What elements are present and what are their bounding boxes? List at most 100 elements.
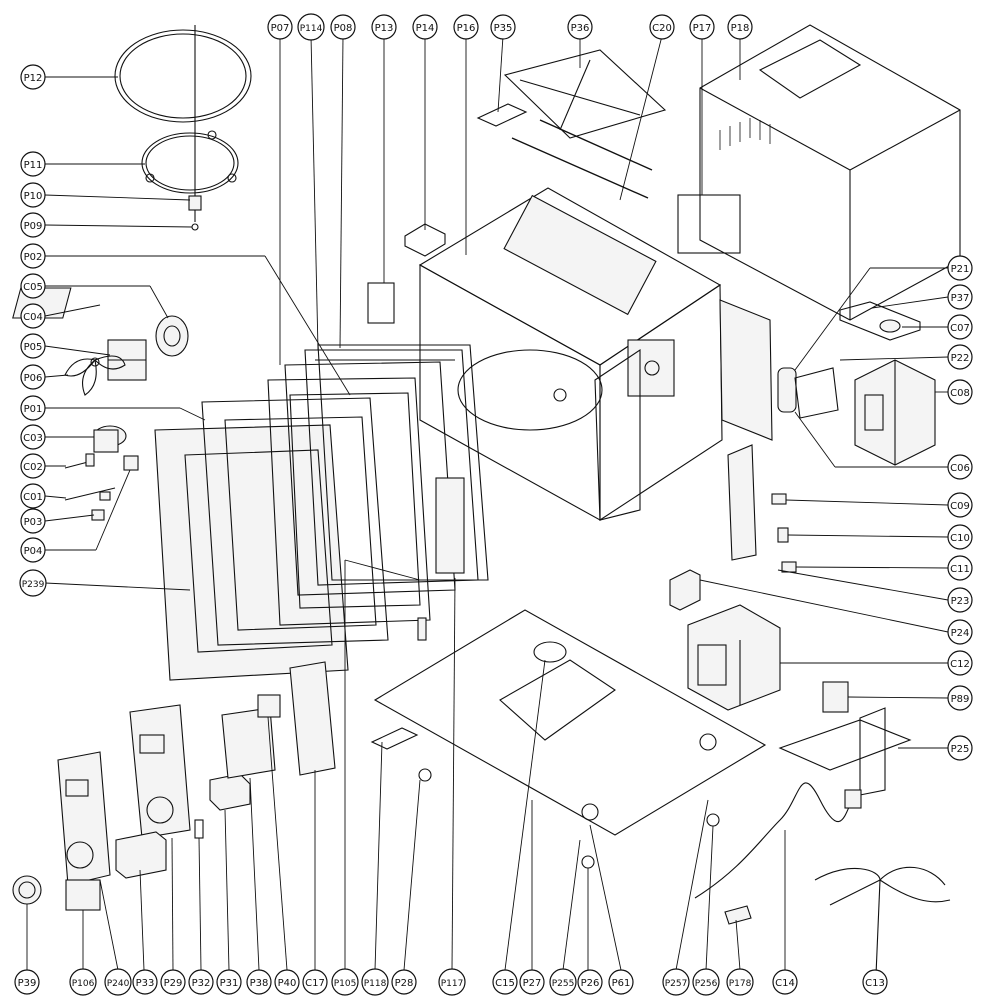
label-p10: P10 bbox=[20, 182, 46, 208]
thermostat-c07 bbox=[879, 319, 901, 333]
label-p13: P13 bbox=[371, 14, 397, 40]
svg-text:P07: P07 bbox=[271, 23, 290, 34]
label-p27: P27 bbox=[519, 969, 545, 995]
svg-text:C07: C07 bbox=[950, 323, 970, 334]
svg-text:P37: P37 bbox=[951, 293, 970, 304]
svg-text:P36: P36 bbox=[571, 23, 590, 34]
label-c10: C10 bbox=[947, 524, 973, 550]
svg-text:P16: P16 bbox=[457, 23, 476, 34]
front-plate-p23 bbox=[594, 348, 641, 521]
label-p178: P178 bbox=[726, 968, 754, 996]
label-p08: P08 bbox=[330, 14, 356, 40]
svg-text:C06: C06 bbox=[950, 463, 970, 474]
svg-text:P17: P17 bbox=[693, 23, 712, 34]
label-c11: C11 bbox=[947, 555, 973, 581]
svg-text:P39: P39 bbox=[18, 978, 37, 989]
svg-text:P114: P114 bbox=[300, 24, 323, 34]
capacitor-c06 bbox=[777, 367, 797, 413]
label-p118: P118 bbox=[361, 968, 389, 996]
label-c20: C20 bbox=[649, 14, 675, 40]
label-p26: P26 bbox=[577, 969, 603, 995]
knob-p39 bbox=[12, 875, 42, 905]
top-plate-p36 bbox=[503, 49, 667, 139]
bracket-p33 bbox=[115, 831, 167, 879]
svg-text:P08: P08 bbox=[334, 23, 353, 34]
label-p35: P35 bbox=[490, 14, 516, 40]
label-p40: P40 bbox=[274, 969, 300, 995]
svg-text:C11: C11 bbox=[950, 564, 970, 575]
svg-text:P35: P35 bbox=[494, 23, 513, 34]
motor-c05 bbox=[155, 315, 189, 357]
svg-text:P105: P105 bbox=[334, 979, 357, 989]
label-c04: C04 bbox=[20, 303, 46, 329]
svg-text:P31: P31 bbox=[220, 978, 239, 989]
svg-text:P12: P12 bbox=[24, 73, 43, 84]
label-p07: P07 bbox=[267, 14, 293, 40]
label-p240: P240 bbox=[104, 968, 132, 996]
latch-p04 bbox=[123, 455, 139, 471]
svg-text:P14: P14 bbox=[416, 23, 435, 34]
cavity-p16 bbox=[418, 187, 723, 522]
pcb-c17 bbox=[289, 661, 336, 776]
svg-text:P40: P40 bbox=[278, 978, 297, 989]
svg-text:P239: P239 bbox=[22, 580, 45, 590]
svg-text:P02: P02 bbox=[24, 252, 43, 263]
label-p21: P21 bbox=[947, 255, 973, 281]
svg-text:C14: C14 bbox=[775, 978, 795, 989]
label-c02: C02 bbox=[20, 453, 46, 479]
label-p61: P61 bbox=[608, 969, 634, 995]
label-c08: C08 bbox=[947, 379, 973, 405]
mica-sheet-p13 bbox=[367, 282, 395, 324]
label-c15: C15 bbox=[492, 969, 518, 995]
insulation-p25 bbox=[778, 707, 912, 796]
label-c01: C01 bbox=[20, 483, 46, 509]
label-p31: P31 bbox=[216, 969, 242, 995]
label-p17: P17 bbox=[689, 14, 715, 40]
label-p105: P105 bbox=[331, 968, 359, 996]
door-glass-p08 bbox=[317, 344, 489, 581]
waveguide-part bbox=[627, 339, 675, 397]
coupler-part bbox=[188, 25, 202, 231]
svg-text:C03: C03 bbox=[23, 433, 43, 444]
svg-text:P27: P27 bbox=[523, 978, 542, 989]
svg-text:P89: P89 bbox=[951, 694, 970, 705]
block-p89 bbox=[822, 681, 849, 713]
svg-text:P257: P257 bbox=[665, 979, 688, 989]
svg-text:P04: P04 bbox=[24, 546, 43, 557]
transformer-c12 bbox=[687, 604, 781, 711]
svg-text:P23: P23 bbox=[951, 596, 970, 607]
label-p38: P38 bbox=[246, 969, 272, 995]
label-p24: P24 bbox=[947, 619, 973, 645]
svg-text:P29: P29 bbox=[164, 978, 183, 989]
svg-text:P01: P01 bbox=[24, 404, 43, 415]
svg-text:P178: P178 bbox=[729, 979, 752, 989]
control-panel-p240 bbox=[57, 751, 111, 886]
label-p03: P03 bbox=[20, 508, 46, 534]
magnetron-c08 bbox=[854, 359, 936, 466]
label-c06: C06 bbox=[947, 454, 973, 480]
label-p106: P106 bbox=[69, 968, 97, 996]
label-p28: P28 bbox=[391, 969, 417, 995]
bracket-p24 bbox=[669, 569, 701, 611]
door-panel-p01 bbox=[201, 397, 389, 646]
svg-text:C20: C20 bbox=[652, 23, 672, 34]
svg-text:P106: P106 bbox=[72, 979, 95, 989]
base-plate-p27 bbox=[373, 609, 767, 836]
label-p89: P89 bbox=[947, 685, 973, 711]
switch-c02 bbox=[64, 453, 95, 469]
control-panel-p29 bbox=[129, 704, 191, 839]
svg-text:P09: P09 bbox=[24, 221, 43, 232]
bracket-p37 bbox=[839, 301, 921, 341]
label-p256: P256 bbox=[692, 968, 720, 996]
label-p04: P04 bbox=[20, 537, 46, 563]
outer-case-p18 bbox=[699, 24, 961, 321]
roller-ring-part bbox=[141, 130, 239, 194]
switch-c09 bbox=[771, 493, 787, 505]
label-p117: P117 bbox=[438, 968, 466, 996]
label-p33: P33 bbox=[132, 969, 158, 995]
switch-c01 bbox=[64, 487, 116, 501]
wire-harness-c13 bbox=[814, 866, 951, 976]
label-p12: P12 bbox=[20, 64, 46, 90]
svg-text:P256: P256 bbox=[695, 979, 718, 989]
label-c09: C09 bbox=[947, 492, 973, 518]
